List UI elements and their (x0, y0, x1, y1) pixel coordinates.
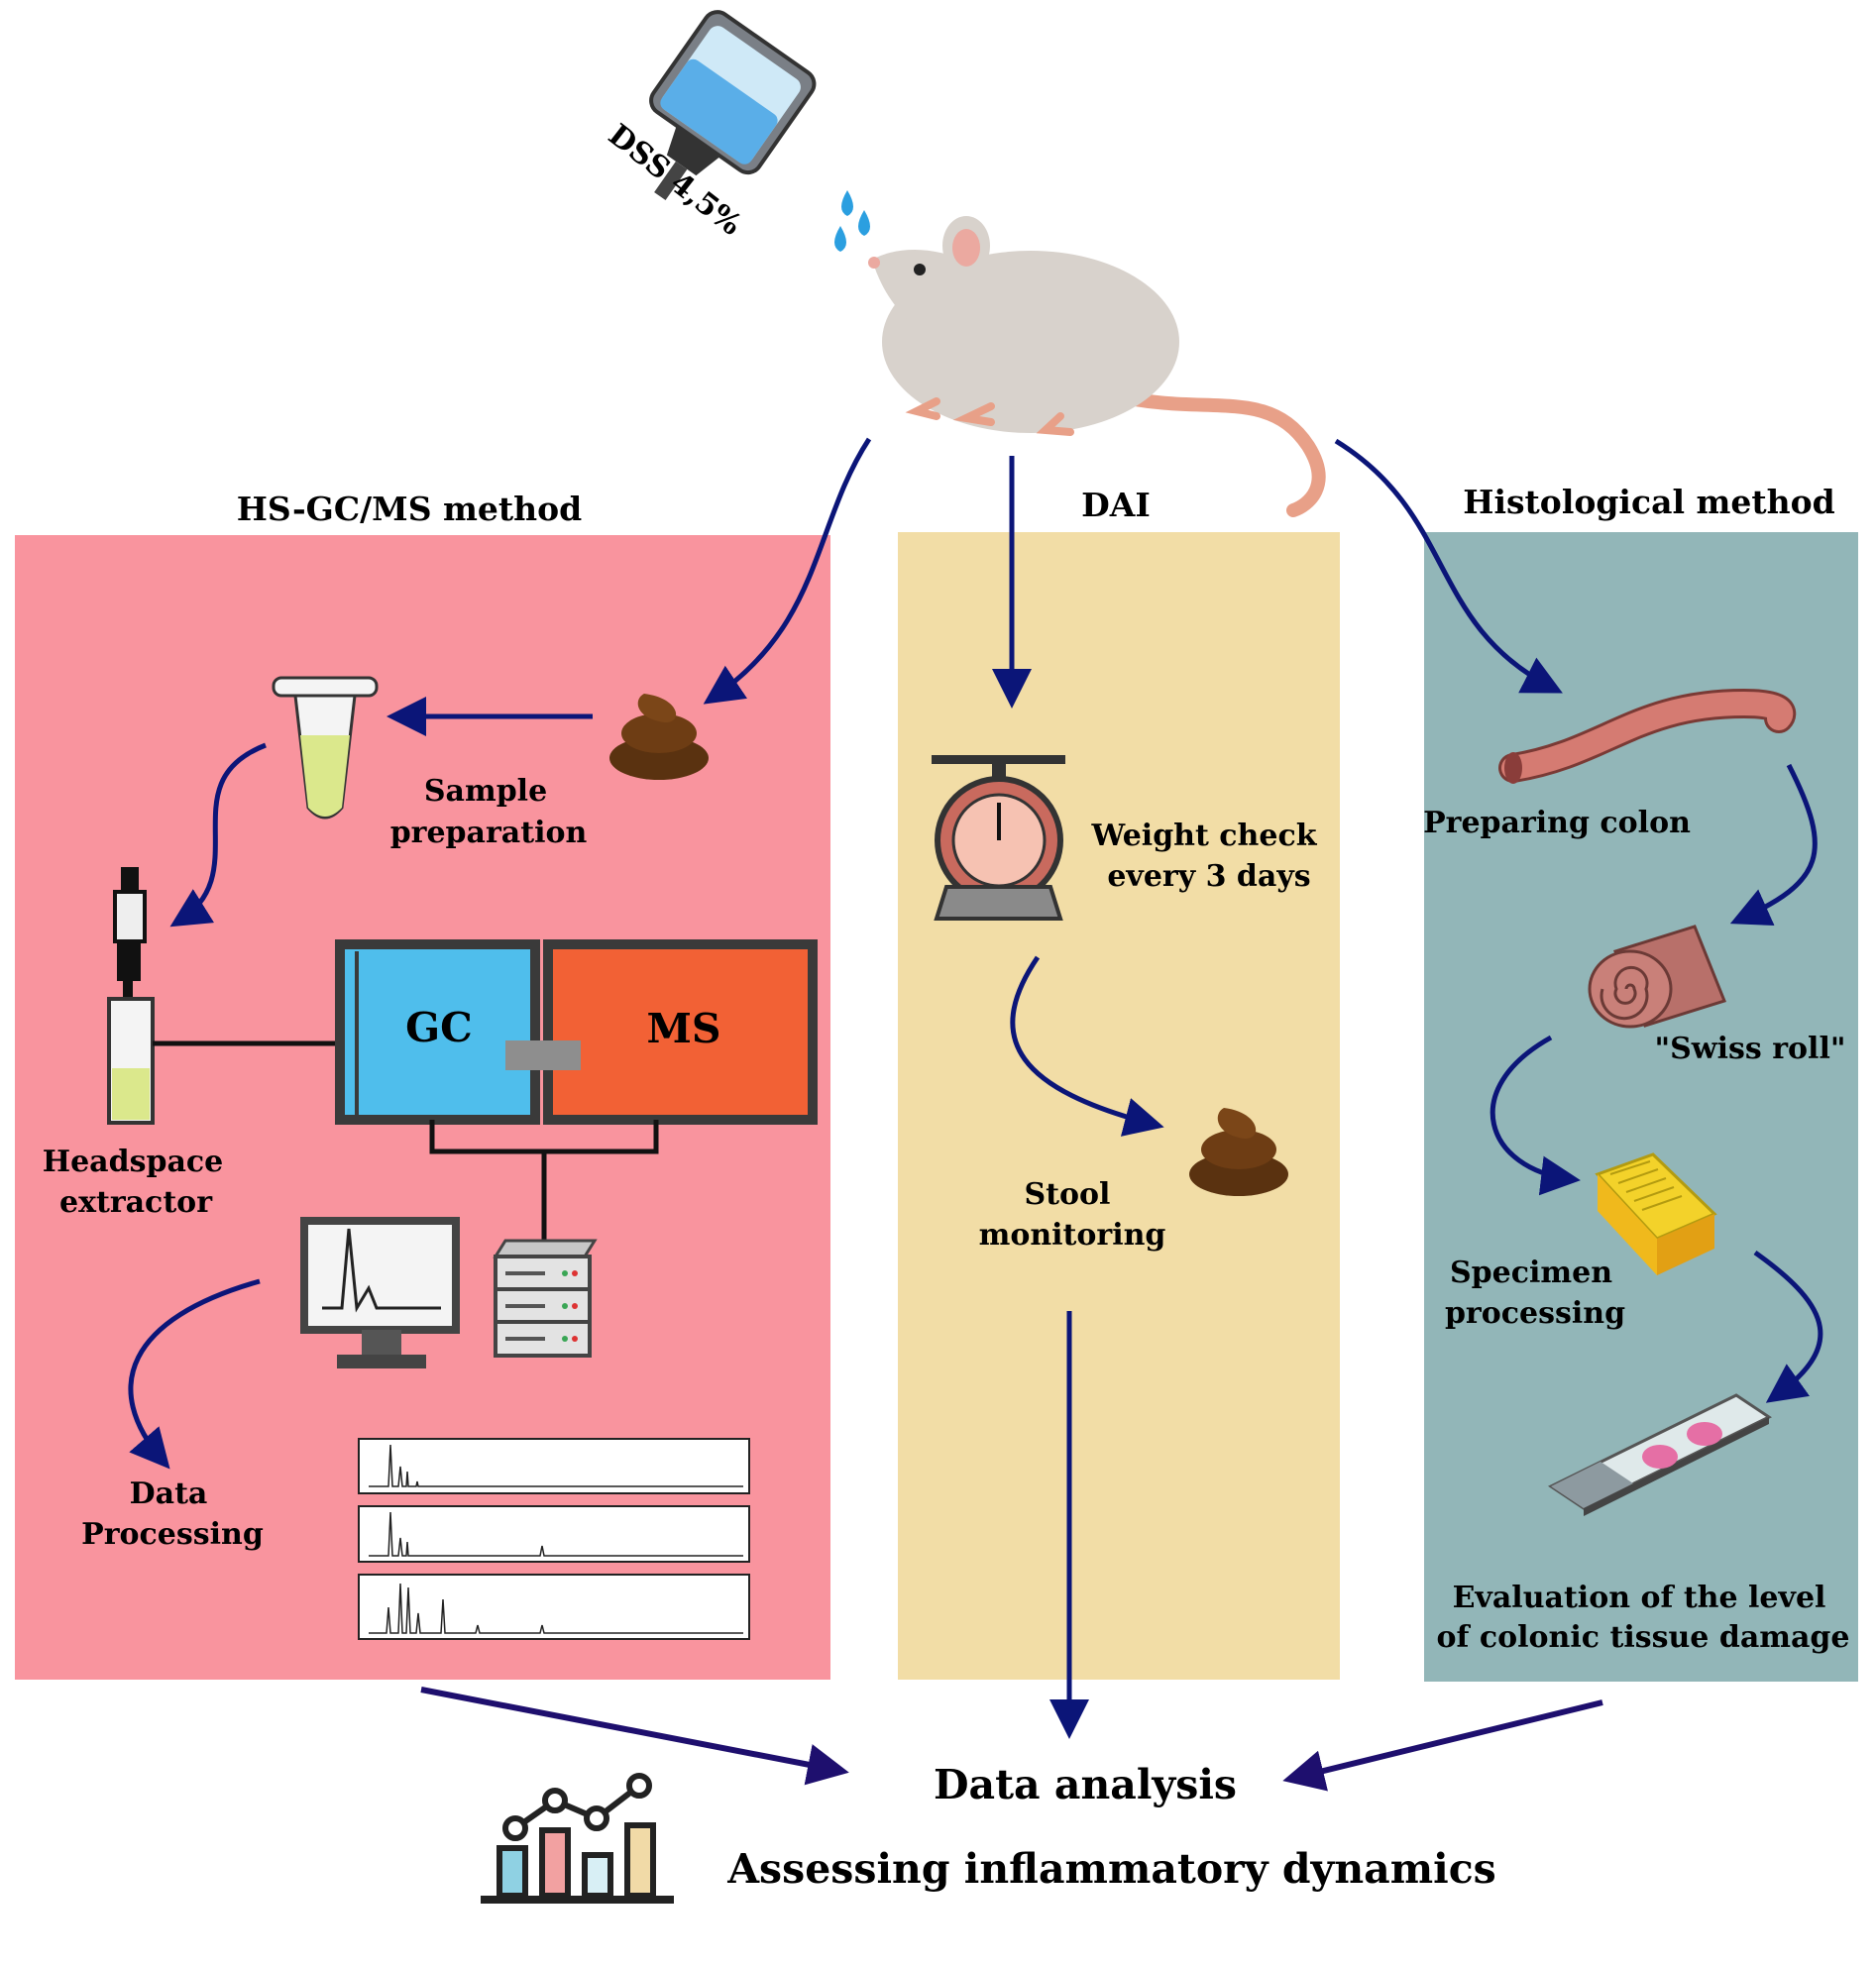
specimen-label: Specimen (1450, 1256, 1612, 1290)
evaluation-label-2: of colonic tissue damage (1437, 1620, 1850, 1655)
dai-title: DAI (1081, 486, 1151, 524)
server-icon (493, 1239, 598, 1358)
drops-icon (834, 190, 870, 252)
arrow-roll-to-cassette (1490, 1035, 1581, 1196)
colon-icon (1498, 688, 1796, 784)
data-processing-label-2: Processing (81, 1517, 264, 1552)
evaluation-label: Evaluation of the level (1453, 1581, 1826, 1615)
arrow-histo-to-analysis (1282, 1699, 1603, 1792)
scale-icon (932, 755, 1065, 921)
headspace-label-2: extractor (59, 1185, 213, 1220)
data-processing-label: Data (130, 1476, 208, 1511)
stool-icon-dai (1189, 1108, 1288, 1196)
stool-label-2: monitoring (979, 1218, 1166, 1253)
arrow-cassette-to-slide (1753, 1250, 1823, 1403)
swiss-roll-icon (1588, 925, 1726, 1029)
gc-ms-instrument-icon (335, 939, 818, 1251)
chromatogram-icon (358, 1438, 750, 1640)
cassette-icon (1595, 1152, 1717, 1275)
weight-label-2: every 3 days (1107, 859, 1310, 894)
assessing-label: Assessing inflammatory dynamics (726, 1845, 1496, 1893)
headspace-label: Headspace (43, 1145, 224, 1179)
gc-label: GC (405, 1004, 473, 1051)
slide-icon (1548, 1393, 1772, 1516)
arrow-scale-to-stool (1010, 955, 1164, 1137)
sample-prep-label: Sample (424, 774, 547, 809)
specimen-label-2: processing (1445, 1296, 1625, 1331)
arrow-mouse-to-colon (1334, 438, 1563, 694)
stool-icon (609, 694, 709, 780)
ms-label: MS (647, 1005, 721, 1052)
stool-label: Stool (1025, 1177, 1111, 1212)
weight-label: Weight check (1090, 819, 1317, 853)
dai-panel (898, 532, 1340, 1680)
mouse-icon (868, 216, 1326, 517)
histological-title: Histological method (1463, 483, 1834, 521)
arrow-hsgcms-to-analysis (420, 1687, 849, 1786)
swiss-roll-label: "Swiss roll" (1655, 1032, 1846, 1066)
dropper-bottle-icon (649, 10, 817, 200)
arrow-colon-to-roll (1729, 763, 1818, 927)
computer-monitor-icon (300, 1217, 460, 1368)
colon-label: Preparing colon (1423, 806, 1691, 840)
analytics-icon (481, 1773, 674, 1904)
headspace-syringe-icon (107, 867, 340, 1125)
microtube-icon (272, 676, 379, 820)
hsgcms-title: HS-GC/MS method (237, 490, 583, 528)
arrow-computer-to-processing (128, 1278, 261, 1470)
sample-prep-label-2: preparation (390, 816, 588, 850)
arrow-tube-to-extractor (169, 742, 267, 928)
data-analysis-label: Data analysis (934, 1761, 1237, 1808)
arrow-mouse-to-stool (703, 437, 872, 705)
